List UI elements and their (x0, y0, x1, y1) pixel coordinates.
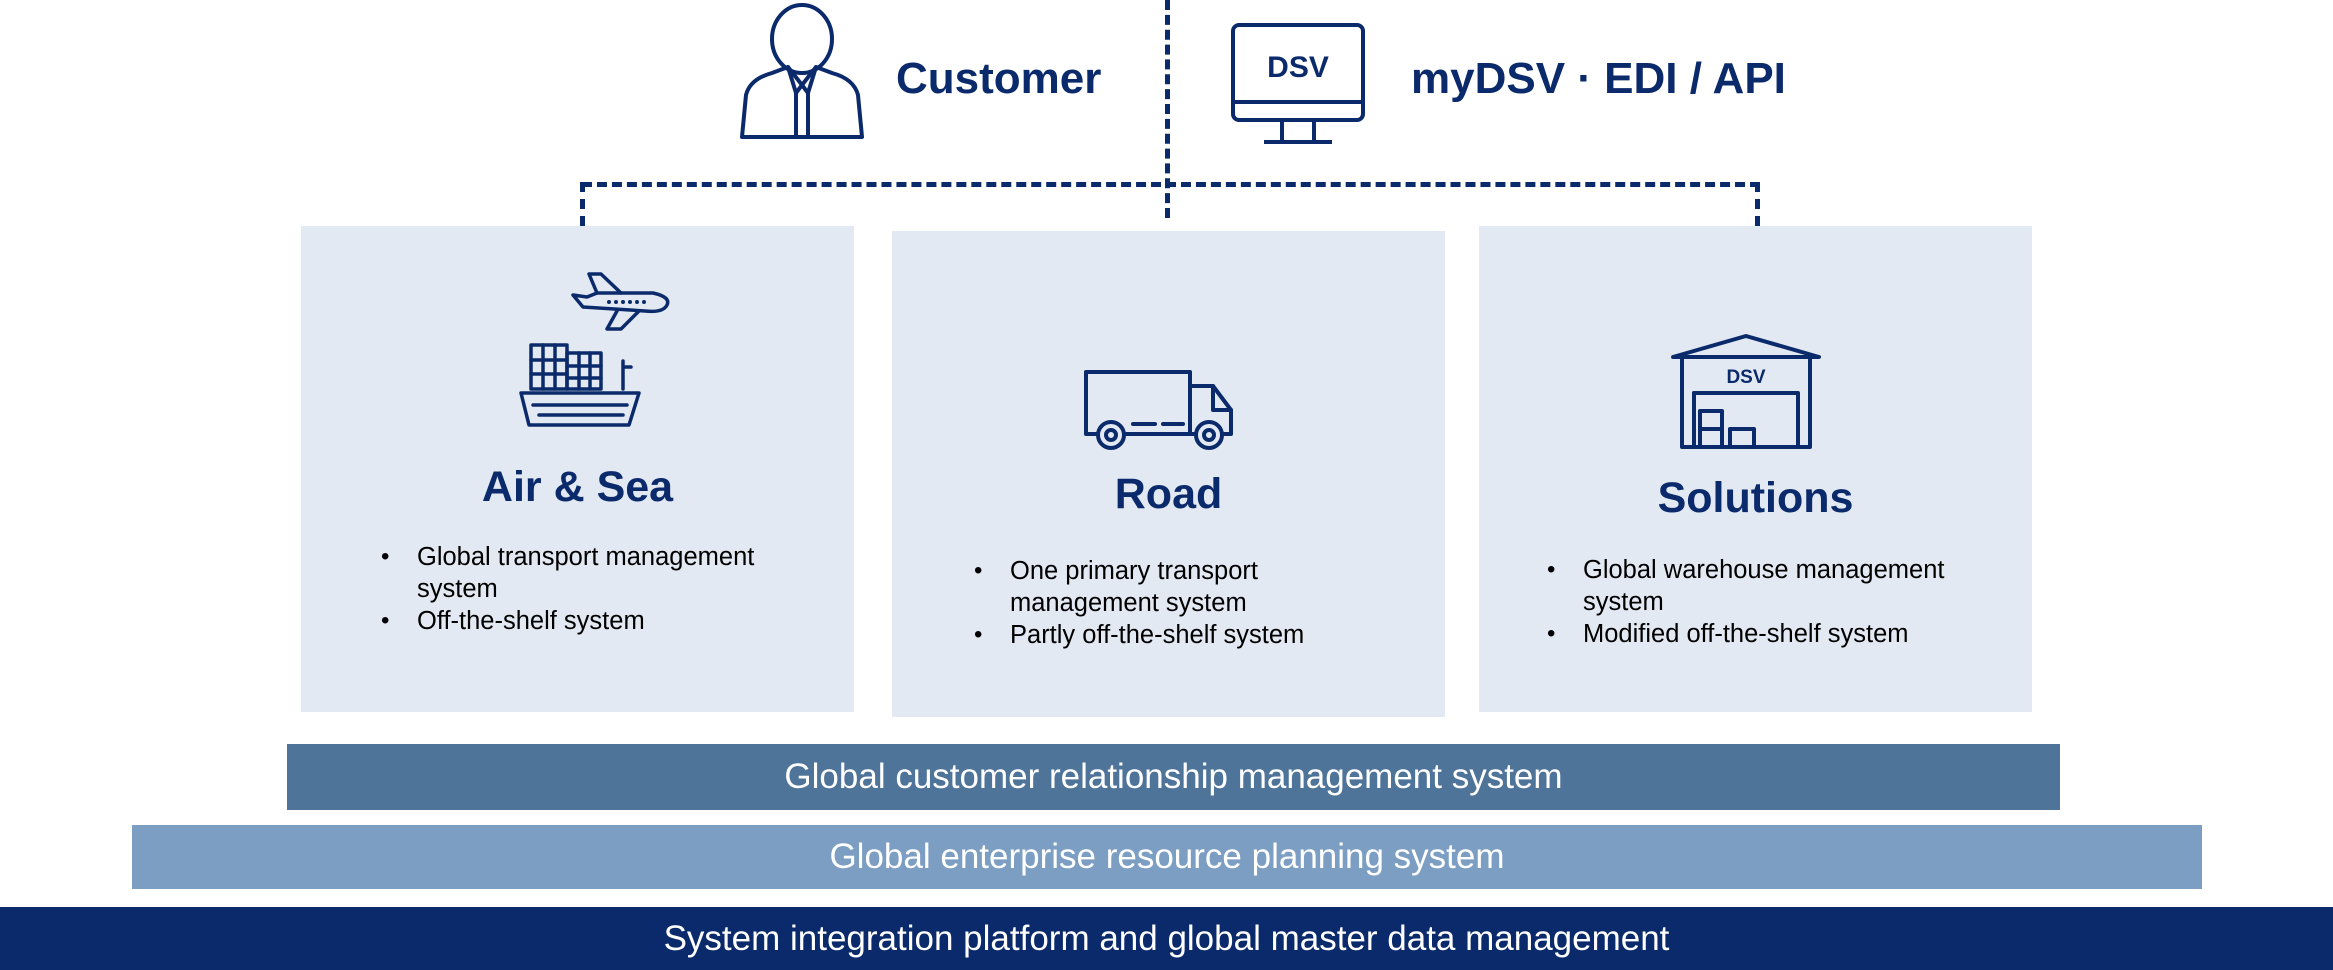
monitor-brand-text: DSV (1267, 51, 1329, 84)
integration-layer-bar: System integration platform and global m… (0, 907, 2333, 970)
center-divider-dashed-line (1165, 0, 1170, 218)
list-item: Modified off-the-shelf system (1547, 618, 1987, 650)
airplane-icon (567, 271, 673, 333)
connector-left-drop (580, 182, 585, 226)
crm-layer-label: Global customer relationship management … (784, 757, 1563, 796)
list-item: One primary transport management system (974, 555, 1394, 619)
connector-horizontal-dashed-line (582, 182, 1760, 187)
list-item: Global transport management system (381, 541, 791, 605)
list-item: Global warehouse management system (1547, 554, 1987, 618)
crm-layer-bar: Global customer relationship management … (287, 744, 2060, 810)
customer-person-icon (738, 3, 866, 141)
card-bullet-list: One primary transport management system … (974, 555, 1394, 651)
channel-label: myDSV · EDI / API (1411, 54, 1786, 103)
connector-right-drop (1755, 182, 1760, 226)
card-road: Road One primary transport management sy… (892, 231, 1445, 717)
customer-label: Customer (896, 54, 1102, 103)
card-air-sea: Air & Sea Global transport management sy… (301, 226, 854, 712)
list-item: Partly off-the-shelf system (974, 619, 1394, 651)
warehouse-brand-text: DSV (1726, 367, 1765, 388)
card-bullet-list: Global warehouse management system Modif… (1547, 554, 1987, 650)
integration-layer-label: System integration platform and global m… (663, 918, 1670, 958)
monitor-icon: DSV (1230, 22, 1366, 146)
card-bullet-list: Global transport management system Off-t… (381, 541, 791, 637)
erp-layer-bar: Global enterprise resource planning syst… (132, 825, 2202, 889)
card-title: Air & Sea (481, 463, 674, 511)
warehouse-icon: DSV (1670, 333, 1822, 451)
truck-icon (1083, 368, 1237, 452)
card-title: Solutions (1657, 474, 1854, 522)
card-title: Road (1114, 470, 1223, 518)
list-item: Off-the-shelf system (381, 605, 791, 637)
erp-layer-label: Global enterprise resource planning syst… (829, 837, 1505, 876)
ship-icon (519, 341, 643, 431)
card-solutions: DSV Solutions Global warehouse managemen… (1479, 226, 2032, 712)
